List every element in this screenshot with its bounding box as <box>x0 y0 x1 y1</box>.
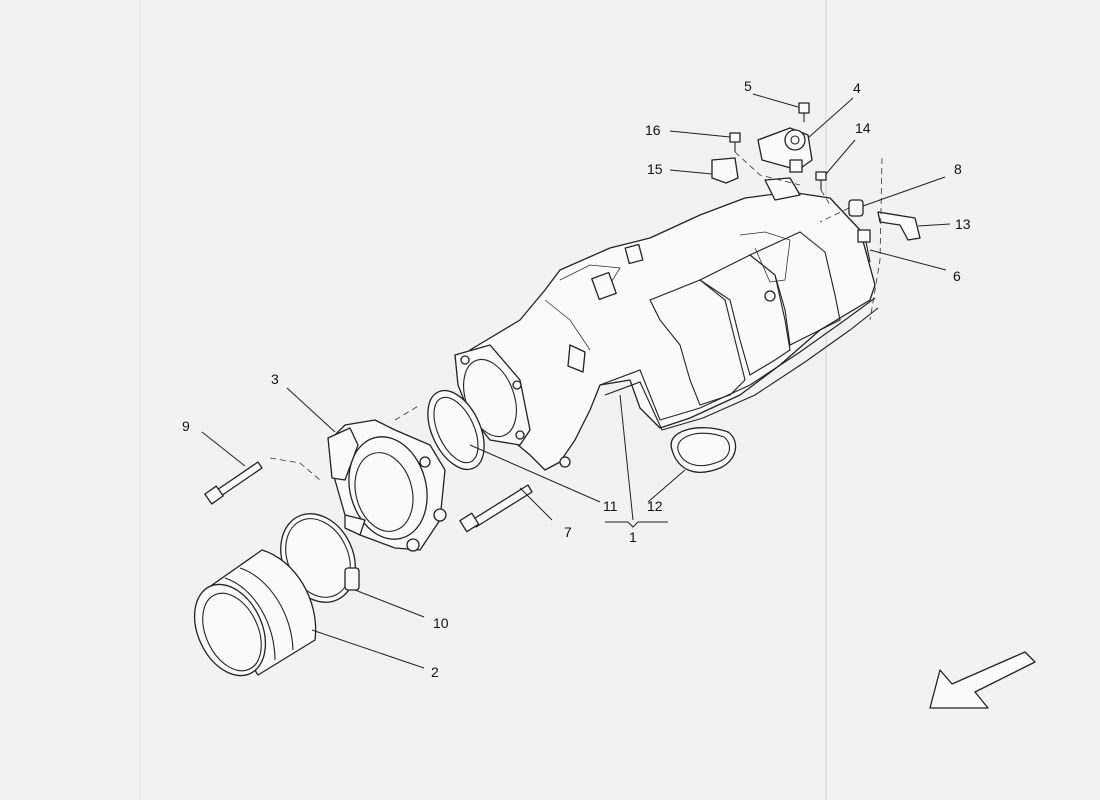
screw-16 <box>729 132 741 152</box>
callout-9: 9 <box>182 418 190 434</box>
callout-10: 10 <box>433 615 449 631</box>
callout-15: 15 <box>647 161 663 177</box>
assembly-lines <box>269 151 883 481</box>
callout-16: 16 <box>645 122 661 138</box>
callout-12: 12 <box>647 498 663 514</box>
callout-4: 4 <box>853 80 861 96</box>
bracket-13 <box>877 211 921 241</box>
bolt-7 <box>459 484 533 533</box>
callout-5: 5 <box>744 78 752 94</box>
leader-lines <box>201 93 951 669</box>
callout-labels: 1 2 3 4 5 6 7 8 9 10 11 12 13 14 15 16 <box>182 78 971 680</box>
callout-8: 8 <box>954 161 962 177</box>
manifold-gasket-12 <box>670 427 737 473</box>
front-arrow-icon <box>929 651 1036 709</box>
screw-14 <box>815 171 827 190</box>
callout-13: 13 <box>955 216 971 232</box>
sensor-4 <box>757 127 813 173</box>
spacer-8 <box>848 199 864 217</box>
callout-11: 11 <box>603 498 618 514</box>
callout-2: 2 <box>431 664 439 680</box>
intake-hose-2 <box>193 549 317 677</box>
callout-3: 3 <box>271 371 279 387</box>
throttle-body <box>327 419 447 552</box>
screw-5 <box>798 102 810 122</box>
callout-1: 1 <box>629 529 637 545</box>
bracket-15 <box>711 157 739 184</box>
bolt-6 <box>857 229 871 263</box>
callout-6: 6 <box>953 268 961 284</box>
throttle-seal-11 <box>427 389 485 471</box>
callout-14: 14 <box>855 120 871 136</box>
intake-manifold <box>454 177 879 471</box>
callout-7: 7 <box>564 524 572 540</box>
bolt-9 <box>204 461 263 505</box>
